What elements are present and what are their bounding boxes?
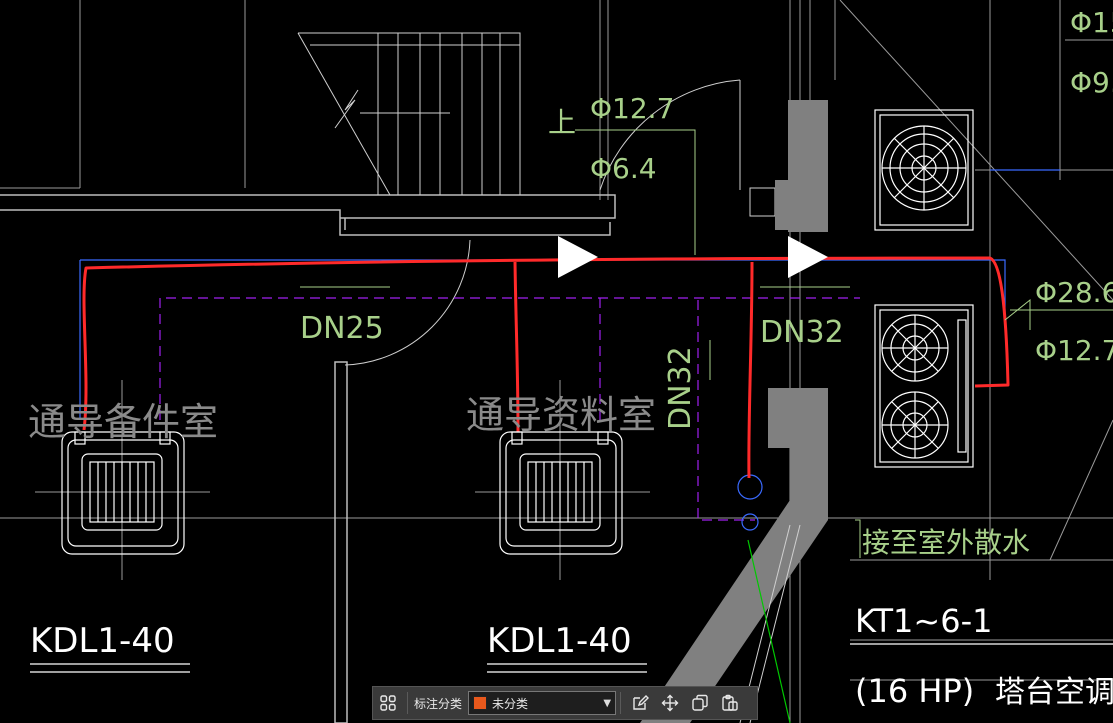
toolbar-divider <box>620 692 622 714</box>
paste-icon <box>722 694 738 711</box>
grid-icon <box>380 695 396 711</box>
outdoor-unit-bottom[interactable] <box>874 304 974 468</box>
label-pipe-d12-7-top: Φ12.7 <box>590 92 674 125</box>
label-pipe-d6-4: Φ6.4 <box>590 152 657 185</box>
copy-button[interactable] <box>685 688 715 718</box>
label-drain-note: 接至室外散水 <box>862 526 1030 559</box>
indoor-unit-left[interactable] <box>61 431 185 555</box>
move-icon <box>661 694 679 712</box>
label-dn32-horizontal: DN32 <box>760 315 844 350</box>
condensate-pipe <box>159 297 860 521</box>
label-pipe-d15: Φ15 <box>1070 6 1113 39</box>
move-button[interactable] <box>655 688 685 718</box>
label-unit-left: KDL1-40 <box>30 621 175 661</box>
edit-button[interactable] <box>625 688 655 718</box>
label-up: 上 <box>548 106 576 139</box>
label-room-mid: 通导资料室 <box>466 393 656 437</box>
label-underlines <box>30 643 1113 673</box>
copy-icon <box>692 694 708 711</box>
label-unit-mid: KDL1-40 <box>487 621 632 661</box>
category-value: 未分类 <box>492 696 529 711</box>
indoor-unit-mid[interactable] <box>499 431 623 555</box>
label-pipe-d12-7-right: Φ12.7 <box>1035 334 1113 367</box>
door-arcs <box>344 79 741 366</box>
staircase <box>297 32 521 196</box>
label-pipe-d9: Φ9. <box>1070 66 1113 99</box>
label-room-left: 通导备件室 <box>28 400 218 444</box>
refrigerant-pipe <box>82 256 1010 479</box>
walls <box>0 194 616 723</box>
annotation-toolbar: 标注分类 未分类 ▼ <box>372 686 758 720</box>
drain-pipe <box>79 169 1060 531</box>
category-label: 标注分类 <box>414 696 463 711</box>
green-leader <box>747 539 791 723</box>
label-dn32-vertical: DN32 <box>663 346 698 430</box>
structure <box>640 100 828 723</box>
paste-button[interactable] <box>715 688 745 718</box>
label-pipe-d28-6: Φ28.6 <box>1035 276 1113 309</box>
label-outdoor-type: 塔台空调 <box>995 675 1113 710</box>
category-color-swatch <box>473 696 488 710</box>
flow-arrows <box>558 236 828 278</box>
chevron-down-icon: ▼ <box>603 697 612 709</box>
category-select[interactable]: 未分类 ▼ <box>468 691 617 715</box>
drawing-text: 上 Φ12.7 Φ6.4 Φ15 Φ9. Φ28.6 Φ12.7 DN25 DN… <box>28 6 1113 710</box>
label-outdoor-unit: KT1~6-1 <box>855 602 992 640</box>
outdoor-unit-top[interactable] <box>874 109 974 231</box>
edit-icon <box>633 695 650 710</box>
toolbar-divider <box>407 692 408 714</box>
group-button[interactable] <box>373 688 403 718</box>
leader-lines <box>300 129 1113 558</box>
label-outdoor-power: (16 HP) <box>855 672 974 710</box>
label-dn25: DN25 <box>300 311 384 346</box>
